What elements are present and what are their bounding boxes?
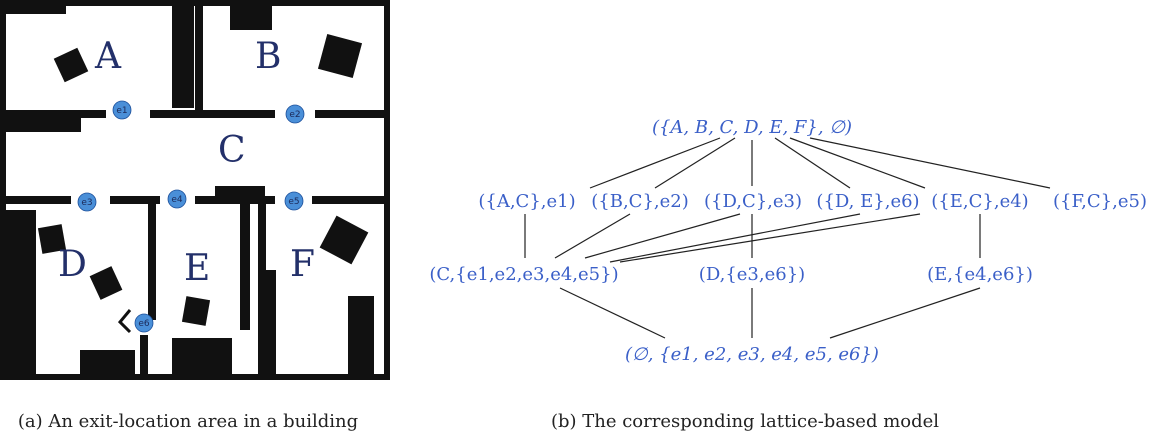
edge [774,137,851,189]
lattice-node-ec: ({E,C},e4) [931,191,1028,212]
exit-e2: e2 [285,104,305,124]
caption-left: (a) An exit-location area in a building [18,411,358,432]
edge [559,287,666,339]
room-label-f: F [290,244,315,285]
lattice-node-ac: ({A,C},e1) [478,191,575,212]
exit-e1: e1 [112,100,132,120]
edge [609,213,861,263]
svg-text:e1: e1 [116,106,127,116]
edge [829,287,981,339]
lattice-node-d: (D,{e3,e6}) [699,264,805,285]
edge [654,137,736,189]
room-label-e: E [184,248,210,289]
lattice-bottom-node: (∅, {e1, e2, e3, e4, e5, e6}) [625,344,879,365]
edge [584,213,741,259]
exit-e4: e4 [167,189,187,209]
lattice-node-dc: ({D,C},e3) [704,191,802,212]
lattice-top-node: ({A, B, C, D, E, F}, ∅) [652,117,852,138]
edge [809,137,1051,189]
exit-e6: e6 [134,313,154,333]
floor-plan: A B C D E F e1 e2 e3 e4 e5 e6 [0,0,390,380]
svg-text:e5: e5 [288,197,299,207]
edge [619,213,921,263]
svg-text:e2: e2 [289,110,300,120]
room-label-b: B [255,36,281,77]
lattice-node-e: (E,{e4,e6}) [927,264,1033,285]
lattice-node-fc: ({F,C},e5) [1053,191,1147,212]
edge [554,213,631,259]
lattice-node-bc: ({B,C},e2) [591,191,689,212]
lattice-node-c: (C,{e1,e2,e3,e4,e5}) [429,264,618,285]
svg-text:e4: e4 [171,195,183,205]
edge [589,137,721,189]
room-label-d: D [58,244,87,285]
svg-text:e6: e6 [138,319,150,329]
exit-e3: e3 [77,192,97,212]
edge [789,137,926,189]
lattice-node-de: ({D, E},e6) [816,191,919,212]
room-label-a: A [94,36,122,77]
caption-right: (b) The corresponding lattice-based mode… [551,411,939,432]
exit-e5: e5 [284,191,304,211]
lattice-diagram: ({A, B, C, D, E, F}, ∅) ({A,C},e1) ({B,C… [429,117,1147,365]
room-label-c: C [218,130,246,171]
svg-text:e3: e3 [81,198,92,208]
